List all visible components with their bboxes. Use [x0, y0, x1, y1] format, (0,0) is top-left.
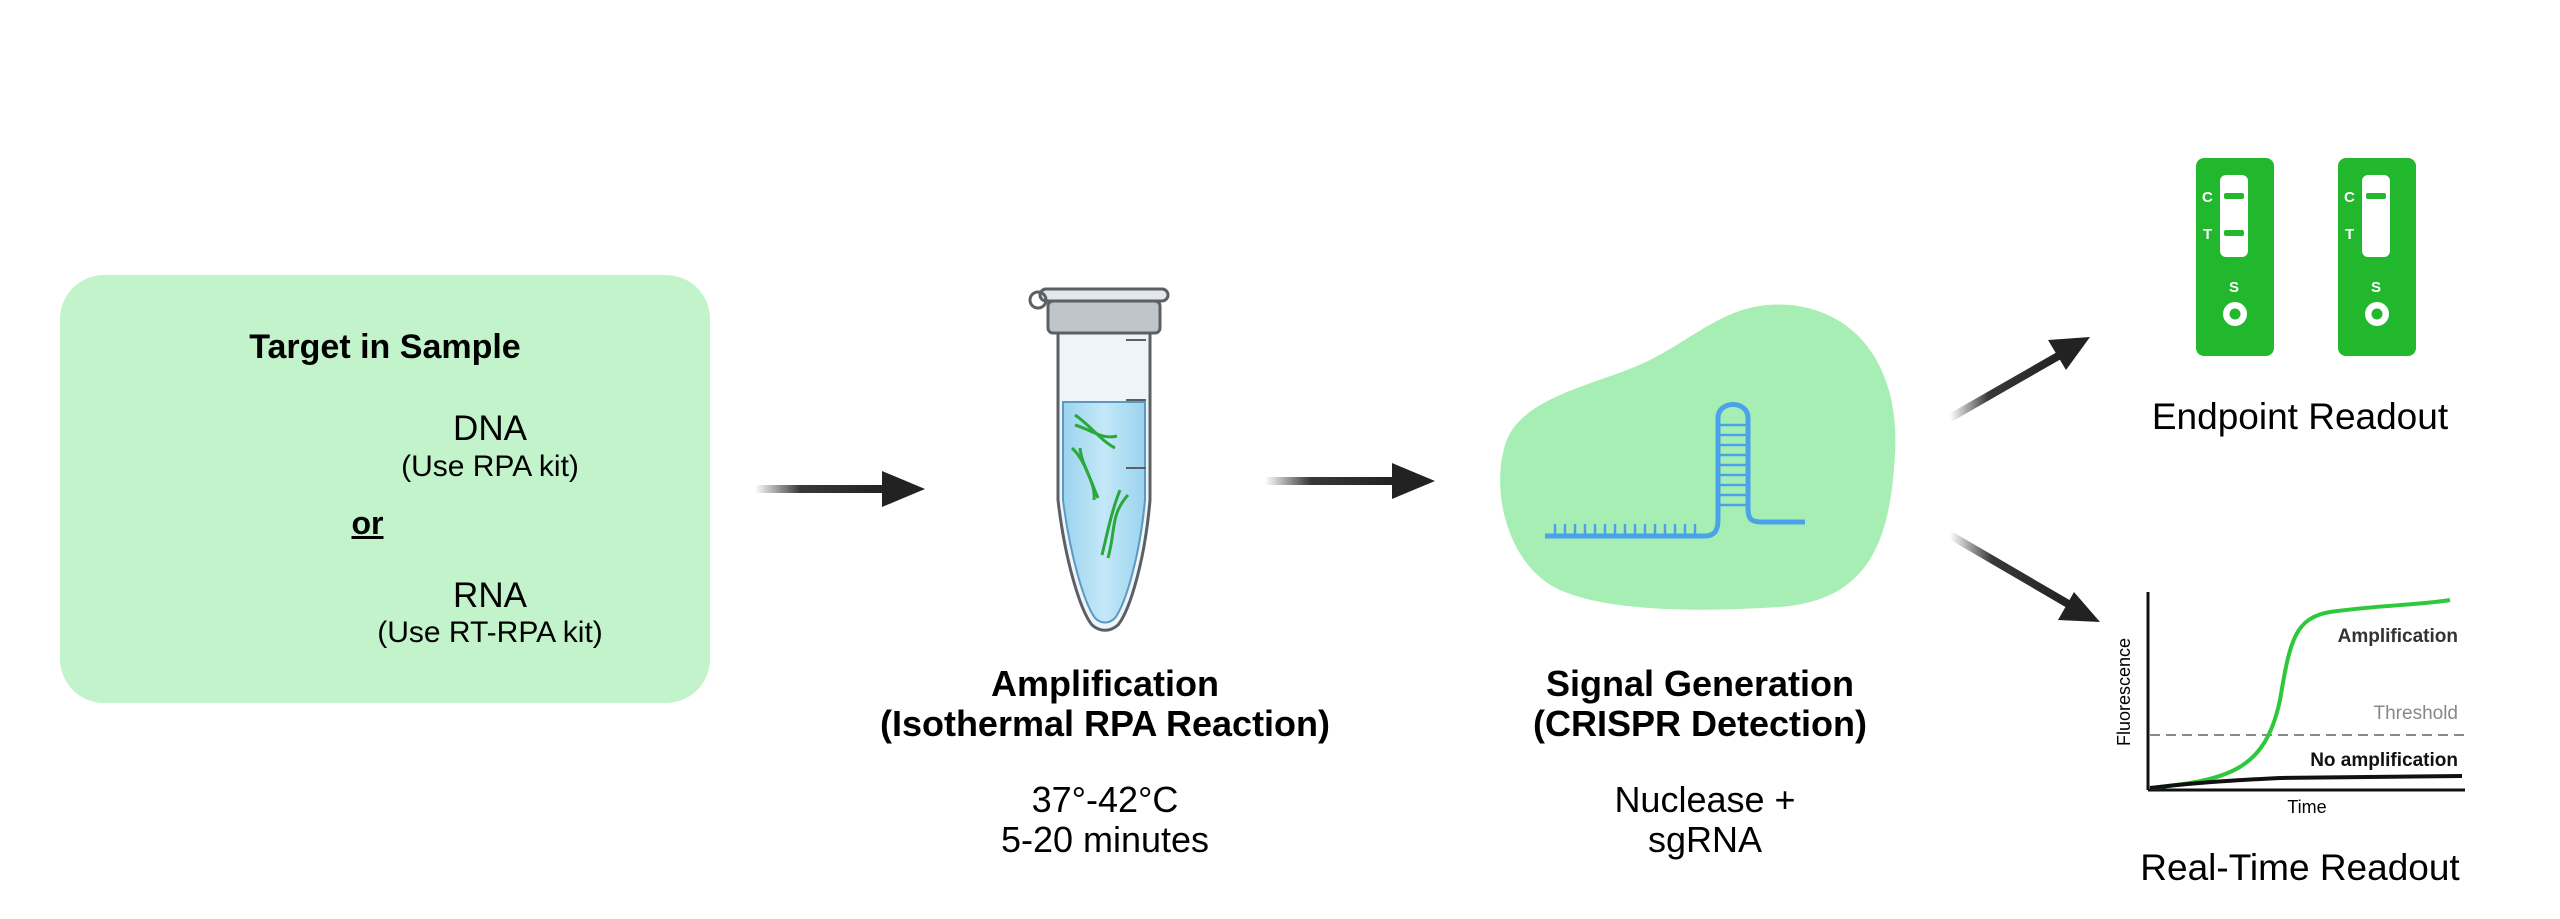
- signal-reagent-line2: sgRNA: [1647, 819, 1763, 860]
- amplification-title-line1: Amplification: [990, 663, 1219, 704]
- dna-kit-label: (Use RPA kit): [401, 450, 579, 483]
- test-line: [2224, 230, 2244, 236]
- strip2-c-label: C: [2344, 189, 2355, 206]
- arrow-sample-to-amplification: [755, 471, 925, 507]
- amplification-conditions: 37°-42°C 5-20 minutes: [920, 780, 1290, 860]
- signal-reagents: Nuclease + sgRNA: [1520, 780, 1890, 860]
- dna-label: DNA: [453, 409, 527, 448]
- amplification-duration: 5-20 minutes: [1000, 819, 1210, 860]
- signal-title-line2: (CRISPR Detection): [1532, 703, 1868, 744]
- or-label: or: [351, 505, 384, 541]
- y-axis-label: Fluorescence: [2114, 638, 2134, 746]
- amplification-title-line2: (Isothermal RPA Reaction): [879, 703, 1331, 744]
- x-axis-label: Time: [2287, 797, 2326, 817]
- signal-title: Signal Generation (CRISPR Detection): [1450, 664, 1950, 744]
- amplification-curve: [2149, 598, 2451, 790]
- control-line: [2224, 193, 2244, 199]
- no-amplification-label: No amplification: [2310, 750, 2458, 771]
- strip1-s-label: S: [2229, 279, 2239, 296]
- no-amplification-curve: [2149, 774, 2463, 790]
- rna-label: RNA: [453, 576, 527, 615]
- sample-panel: [60, 275, 710, 703]
- strip1-c-label: C: [2202, 189, 2213, 206]
- strip2-t-label: T: [2345, 226, 2354, 243]
- test-tube-icon: [1028, 287, 1170, 632]
- realtime-chart: Fluorescence Time Amplification Threshol…: [2114, 592, 2465, 817]
- signal-reagent-line1: Nuclease +: [1614, 779, 1796, 820]
- realtime-readout-title: Real-Time Readout: [2140, 847, 2460, 888]
- sample-panel-title: Target in Sample: [249, 328, 521, 366]
- signal-title-line1: Signal Generation: [1545, 663, 1855, 704]
- amplification-curve-label: Amplification: [2338, 626, 2458, 647]
- crispr-blob-icon: [1500, 304, 1896, 610]
- arrow-signal-to-realtime: [1947, 531, 2100, 622]
- amplification-title: Amplification (Isothermal RPA Reaction): [820, 664, 1390, 744]
- rna-kit-label: (Use RT-RPA kit): [377, 616, 603, 649]
- lateral-flow-strip-negative: [2338, 158, 2416, 356]
- arrow-signal-to-endpoint: [1948, 337, 2090, 422]
- amplification-temperature: 37°-42°C: [1031, 779, 1179, 820]
- threshold-label: Threshold: [2374, 703, 2459, 724]
- lateral-flow-strip-positive: [2196, 158, 2274, 356]
- strip2-s-label: S: [2371, 279, 2381, 296]
- endpoint-readout-title: Endpoint Readout: [2151, 396, 2449, 437]
- control-line: [2366, 193, 2386, 199]
- arrow-amplification-to-signal: [1265, 463, 1435, 499]
- strip1-t-label: T: [2203, 226, 2212, 243]
